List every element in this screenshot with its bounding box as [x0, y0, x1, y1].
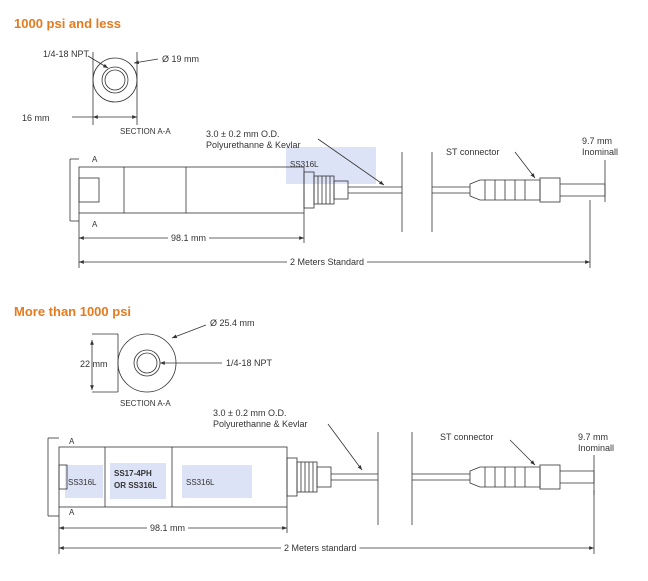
bottom-material-mid-2: OR SS316L: [114, 481, 157, 490]
top-connector-dim-2: Inominall: [582, 147, 618, 157]
bottom-connector-dim-2: Inominall: [578, 443, 614, 453]
label-knockout: [168, 233, 210, 243]
bottom-material-left: SS316L: [68, 478, 97, 487]
label-knockout: [147, 523, 189, 533]
top-connector-label: ST connector: [446, 147, 499, 157]
bottom-section-marker-top: A: [69, 437, 75, 446]
bottom-cable: [327, 423, 470, 525]
top-cable-label-2: Polyurethanne & Kevlar: [206, 140, 301, 150]
top-section-marker-bottom: A: [92, 220, 98, 229]
bottom-cable-label-2: Polyurethanne & Kevlar: [213, 419, 308, 429]
bottom-material-mid-1: SS17-4PH: [114, 469, 152, 478]
bottom-body-length-label: 98.1 mm: [150, 523, 185, 533]
bottom-section-drawing: [47, 324, 595, 554]
top-total-length-label: 2 Meters Standard: [290, 257, 364, 267]
top-st-connector: [469, 151, 606, 203]
top-width-label: 16 mm: [22, 113, 50, 123]
bottom-connector-label: ST connector: [440, 432, 493, 442]
bottom-connector-dim-1: 9.7 mm: [578, 432, 608, 442]
bottom-st-connector: [469, 439, 595, 495]
top-connector-dim-1: 9.7 mm: [582, 136, 612, 146]
top-npt-label: 1/4-18 NPT: [43, 49, 90, 59]
top-cable: [317, 138, 470, 232]
top-section-marker-top: A: [92, 155, 98, 164]
top-cable-label-1: 3.0 ± 0.2 mm O.D.: [206, 129, 279, 139]
bottom-highlight-right: [182, 465, 252, 498]
bottom-diameter-label: Ø 25.4 mm: [210, 318, 255, 328]
bottom-npt-label: 1/4-18 NPT: [226, 358, 273, 368]
top-sensor-body: [69, 158, 349, 222]
bottom-total-length-label: 2 Meters standard: [284, 543, 357, 553]
bottom-section-marker-bottom: A: [69, 508, 75, 517]
top-body-length-label: 98.1 mm: [171, 233, 206, 243]
bottom-highlight-mid: [110, 463, 166, 499]
top-diameter-label: Ø 19 mm: [162, 54, 199, 64]
top-section-drawing: [69, 52, 606, 268]
bottom-cable-label-1: 3.0 ± 0.2 mm O.D.: [213, 408, 286, 418]
bottom-height-label: 22 mm: [80, 359, 108, 369]
bottom-sensor-body: [47, 437, 332, 517]
top-material-label: SS316L: [290, 160, 319, 169]
heading-top: 1000 psi and less: [14, 16, 121, 31]
bottom-cross-section: [90, 324, 222, 393]
top-cross-section: [72, 52, 159, 125]
top-section-label: SECTION A-A: [120, 127, 171, 136]
bottom-section-label: SECTION A-A: [120, 399, 171, 408]
bottom-highlight-left: [65, 465, 103, 498]
bottom-material-right: SS316L: [186, 478, 215, 487]
label-knockout: [287, 257, 368, 267]
label-knockout: [281, 543, 360, 553]
heading-bottom: More than 1000 psi: [14, 304, 132, 319]
top-material-highlight: [286, 147, 376, 184]
